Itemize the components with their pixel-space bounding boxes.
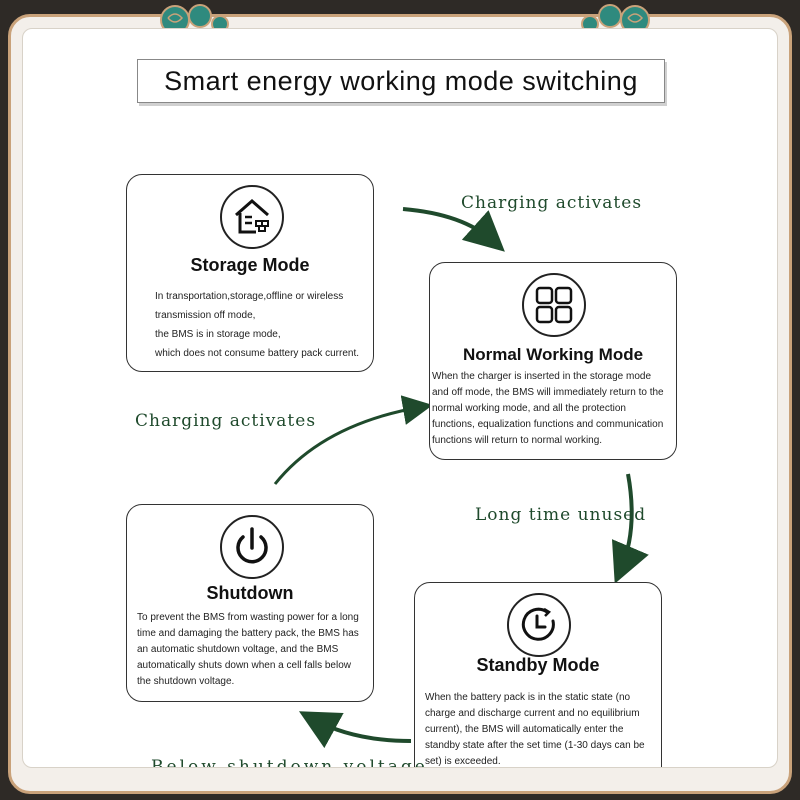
arrow-storage-to-normal xyxy=(402,207,505,252)
transition-label-standby-to-shutdown: Below shutdown voltage xyxy=(151,757,428,768)
arrow-standby-to-shutdown xyxy=(298,711,412,749)
normal-working-mode-title: Normal Working Mode xyxy=(462,345,644,364)
shutdown-description: To prevent the BMS from wasting power fo… xyxy=(137,612,359,687)
storage-mode-description: In transportation,storage,offline or wir… xyxy=(155,291,359,359)
power-icon xyxy=(220,515,284,579)
shutdown-card: Shutdown To prevent the BMS from wasting… xyxy=(126,504,374,702)
transition-label-shutdown-to-normal: Charging activates xyxy=(135,411,317,431)
diagram-canvas: Smart energy working mode switching xyxy=(22,28,778,768)
shutdown-title: Shutdown xyxy=(206,583,294,603)
transition-label-storage-to-normal: Charging activates xyxy=(461,193,643,213)
storage-mode-title: Storage Mode xyxy=(190,255,310,275)
arrow-shutdown-to-normal xyxy=(273,395,433,485)
storage-mode-card: Storage Mode In transportation,storage,o… xyxy=(126,174,374,372)
flow-arrows xyxy=(273,207,649,749)
standby-mode-description: When the battery pack is in the static s… xyxy=(425,692,645,767)
title-banner: Smart energy working mode switching xyxy=(137,59,665,103)
normal-working-mode-card: Normal Working Mode When the charger is … xyxy=(429,262,677,460)
arrow-normal-to-standby xyxy=(611,473,649,584)
house-with-boxes-icon xyxy=(220,185,284,249)
standby-mode-title: Standby Mode xyxy=(476,655,600,675)
clock-icon xyxy=(507,593,571,657)
transition-label-normal-to-standby: Long time unused xyxy=(475,505,647,525)
standby-mode-card: Standby Mode When the battery pack is in… xyxy=(414,582,662,767)
grid-four-squares-icon xyxy=(522,273,586,337)
page-title: Smart energy working mode switching xyxy=(164,65,638,96)
normal-working-mode-description: When the charger is inserted in the stor… xyxy=(432,371,664,446)
